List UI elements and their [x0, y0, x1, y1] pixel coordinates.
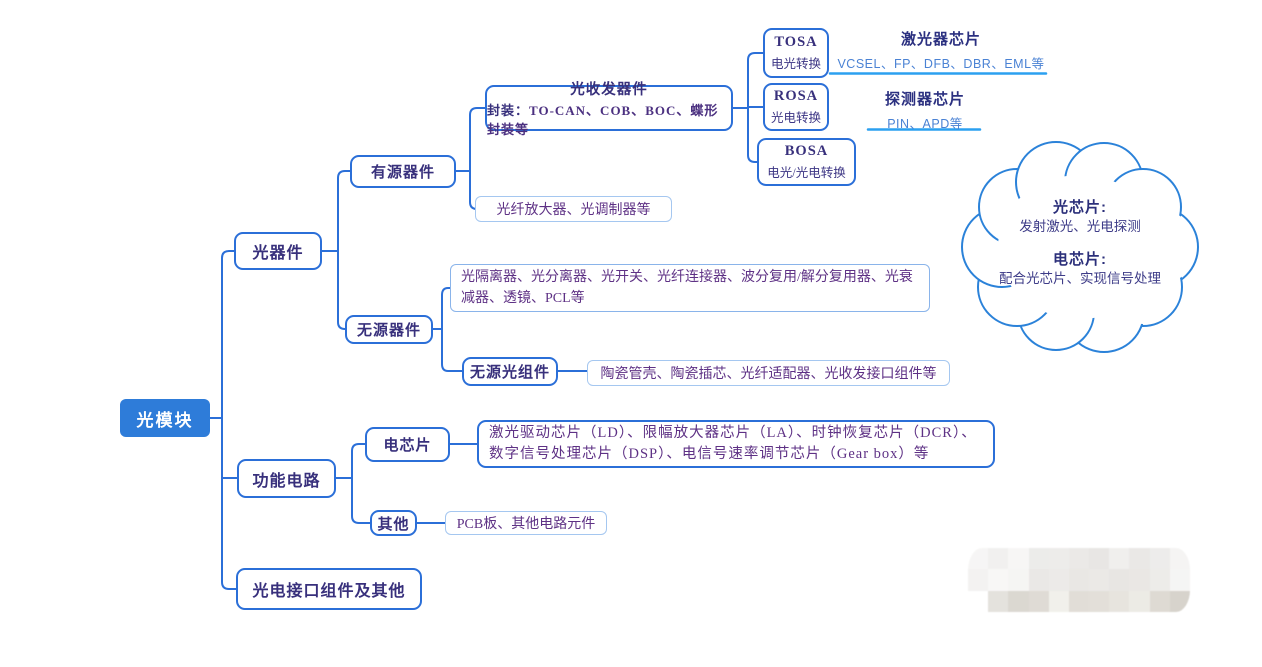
cloud-line2-desc: 配合光芯片、实现信号处理	[999, 271, 1161, 286]
node-pcb-list[interactable]: PCB板、其他电路元件	[445, 511, 607, 535]
node-active-devices[interactable]: 有源器件	[350, 155, 456, 188]
node-label: 其他	[377, 516, 410, 533]
node-ceramic-list[interactable]: 陶瓷管壳、陶瓷插芯、光纤适配器、光收发接口组件等	[587, 360, 950, 386]
node-passive-optical-components[interactable]: 无源光组件	[462, 357, 558, 386]
node-subtitle: 封装：TO-CAN、COB、BOC、蝶形封装等	[487, 100, 731, 138]
cloud-line1-desc: 发射激光、光电探测	[1019, 219, 1141, 234]
node-label: 电芯片	[383, 438, 432, 454]
node-electric-chip-list[interactable]: 激光驱动芯片（LD）、限幅放大器芯片（LA）、时钟恢复芯片（DCR）、数字信号处…	[477, 420, 995, 468]
node-title: ROSA	[773, 88, 819, 104]
node-bosa[interactable]: BOSA 电光/光电转换	[757, 138, 856, 186]
node-label: 激光驱动芯片（LD）、限幅放大器芯片（LA）、时钟恢复芯片（DCR）、数字信号处…	[489, 425, 977, 462]
node-title: 激光器芯片	[900, 31, 981, 48]
node-root-optical-module[interactable]: 光模块	[120, 399, 210, 437]
cloud-annotation[interactable]: 光芯片: 发射激光、光电探测 电芯片: 配合光芯片、实现信号处理	[985, 198, 1175, 288]
node-label: 陶瓷管壳、陶瓷插芯、光纤适配器、光收发接口组件等	[600, 367, 937, 382]
package-text: TO-CAN、COB、BOC、蝶形封装等	[487, 103, 719, 137]
node-title: BOSA	[784, 143, 829, 159]
node-optical-devices[interactable]: 光器件	[234, 232, 322, 270]
node-title: 探测器芯片	[884, 91, 965, 108]
node-label: 光模块	[136, 410, 194, 430]
node-label: 光纤放大器、光调制器等	[496, 203, 651, 218]
node-functional-circuit[interactable]: 功能电路	[237, 459, 336, 498]
node-passive-devices[interactable]: 无源器件	[345, 315, 433, 344]
cloud-line2-title: 电芯片:	[1053, 251, 1107, 268]
node-label: 无源光组件	[469, 365, 550, 381]
node-subtitle: PIN、APD等	[887, 117, 963, 131]
node-label: 光电接口组件及其他	[252, 583, 406, 600]
node-label: 功能电路	[252, 472, 321, 490]
node-label: 无源器件	[356, 323, 421, 339]
blurred-watermark	[968, 548, 1190, 612]
node-interface-and-other[interactable]: 光电接口组件及其他	[236, 568, 422, 610]
node-transceiver[interactable]: 光收发器件 封装：TO-CAN、COB、BOC、蝶形封装等	[485, 82, 733, 137]
node-label: 有源器件	[370, 165, 435, 181]
cloud-shape	[961, 141, 1199, 353]
package-label: 封装：	[487, 103, 530, 118]
node-passive-component-list[interactable]: 光隔离器、光分离器、光开关、光纤连接器、波分复用/解分复用器、光衰减器、透镜、P…	[450, 264, 930, 312]
node-rosa[interactable]: ROSA 光电转换	[763, 83, 829, 131]
node-electric-chip[interactable]: 电芯片	[365, 427, 450, 462]
node-label: 光隔离器、光分离器、光开关、光纤连接器、波分复用/解分复用器、光衰减器、透镜、P…	[461, 270, 913, 306]
node-title: TOSA	[774, 34, 818, 50]
node-subtitle: 电光/光电转换	[767, 166, 846, 180]
node-tosa[interactable]: TOSA 电光转换	[763, 28, 829, 78]
node-fiber-amplifier[interactable]: 光纤放大器、光调制器等	[475, 196, 672, 222]
node-subtitle: VCSEL、FP、DFB、DBR、EML等	[837, 57, 1045, 71]
node-subtitle: 光电转换	[770, 111, 821, 125]
cloud-line1-title: 光芯片:	[1053, 199, 1107, 216]
node-label: 光器件	[252, 245, 304, 262]
node-subtitle: 电光转换	[770, 57, 821, 71]
node-title: 光收发器件	[570, 82, 648, 98]
node-detector-chip[interactable]: 探测器芯片 PIN、APD等	[860, 88, 990, 132]
node-other[interactable]: 其他	[370, 510, 417, 536]
node-label: PCB板、其他电路元件	[456, 517, 596, 532]
node-laser-chip[interactable]: 激光器芯片 VCSEL、FP、DFB、DBR、EML等	[836, 28, 1046, 72]
